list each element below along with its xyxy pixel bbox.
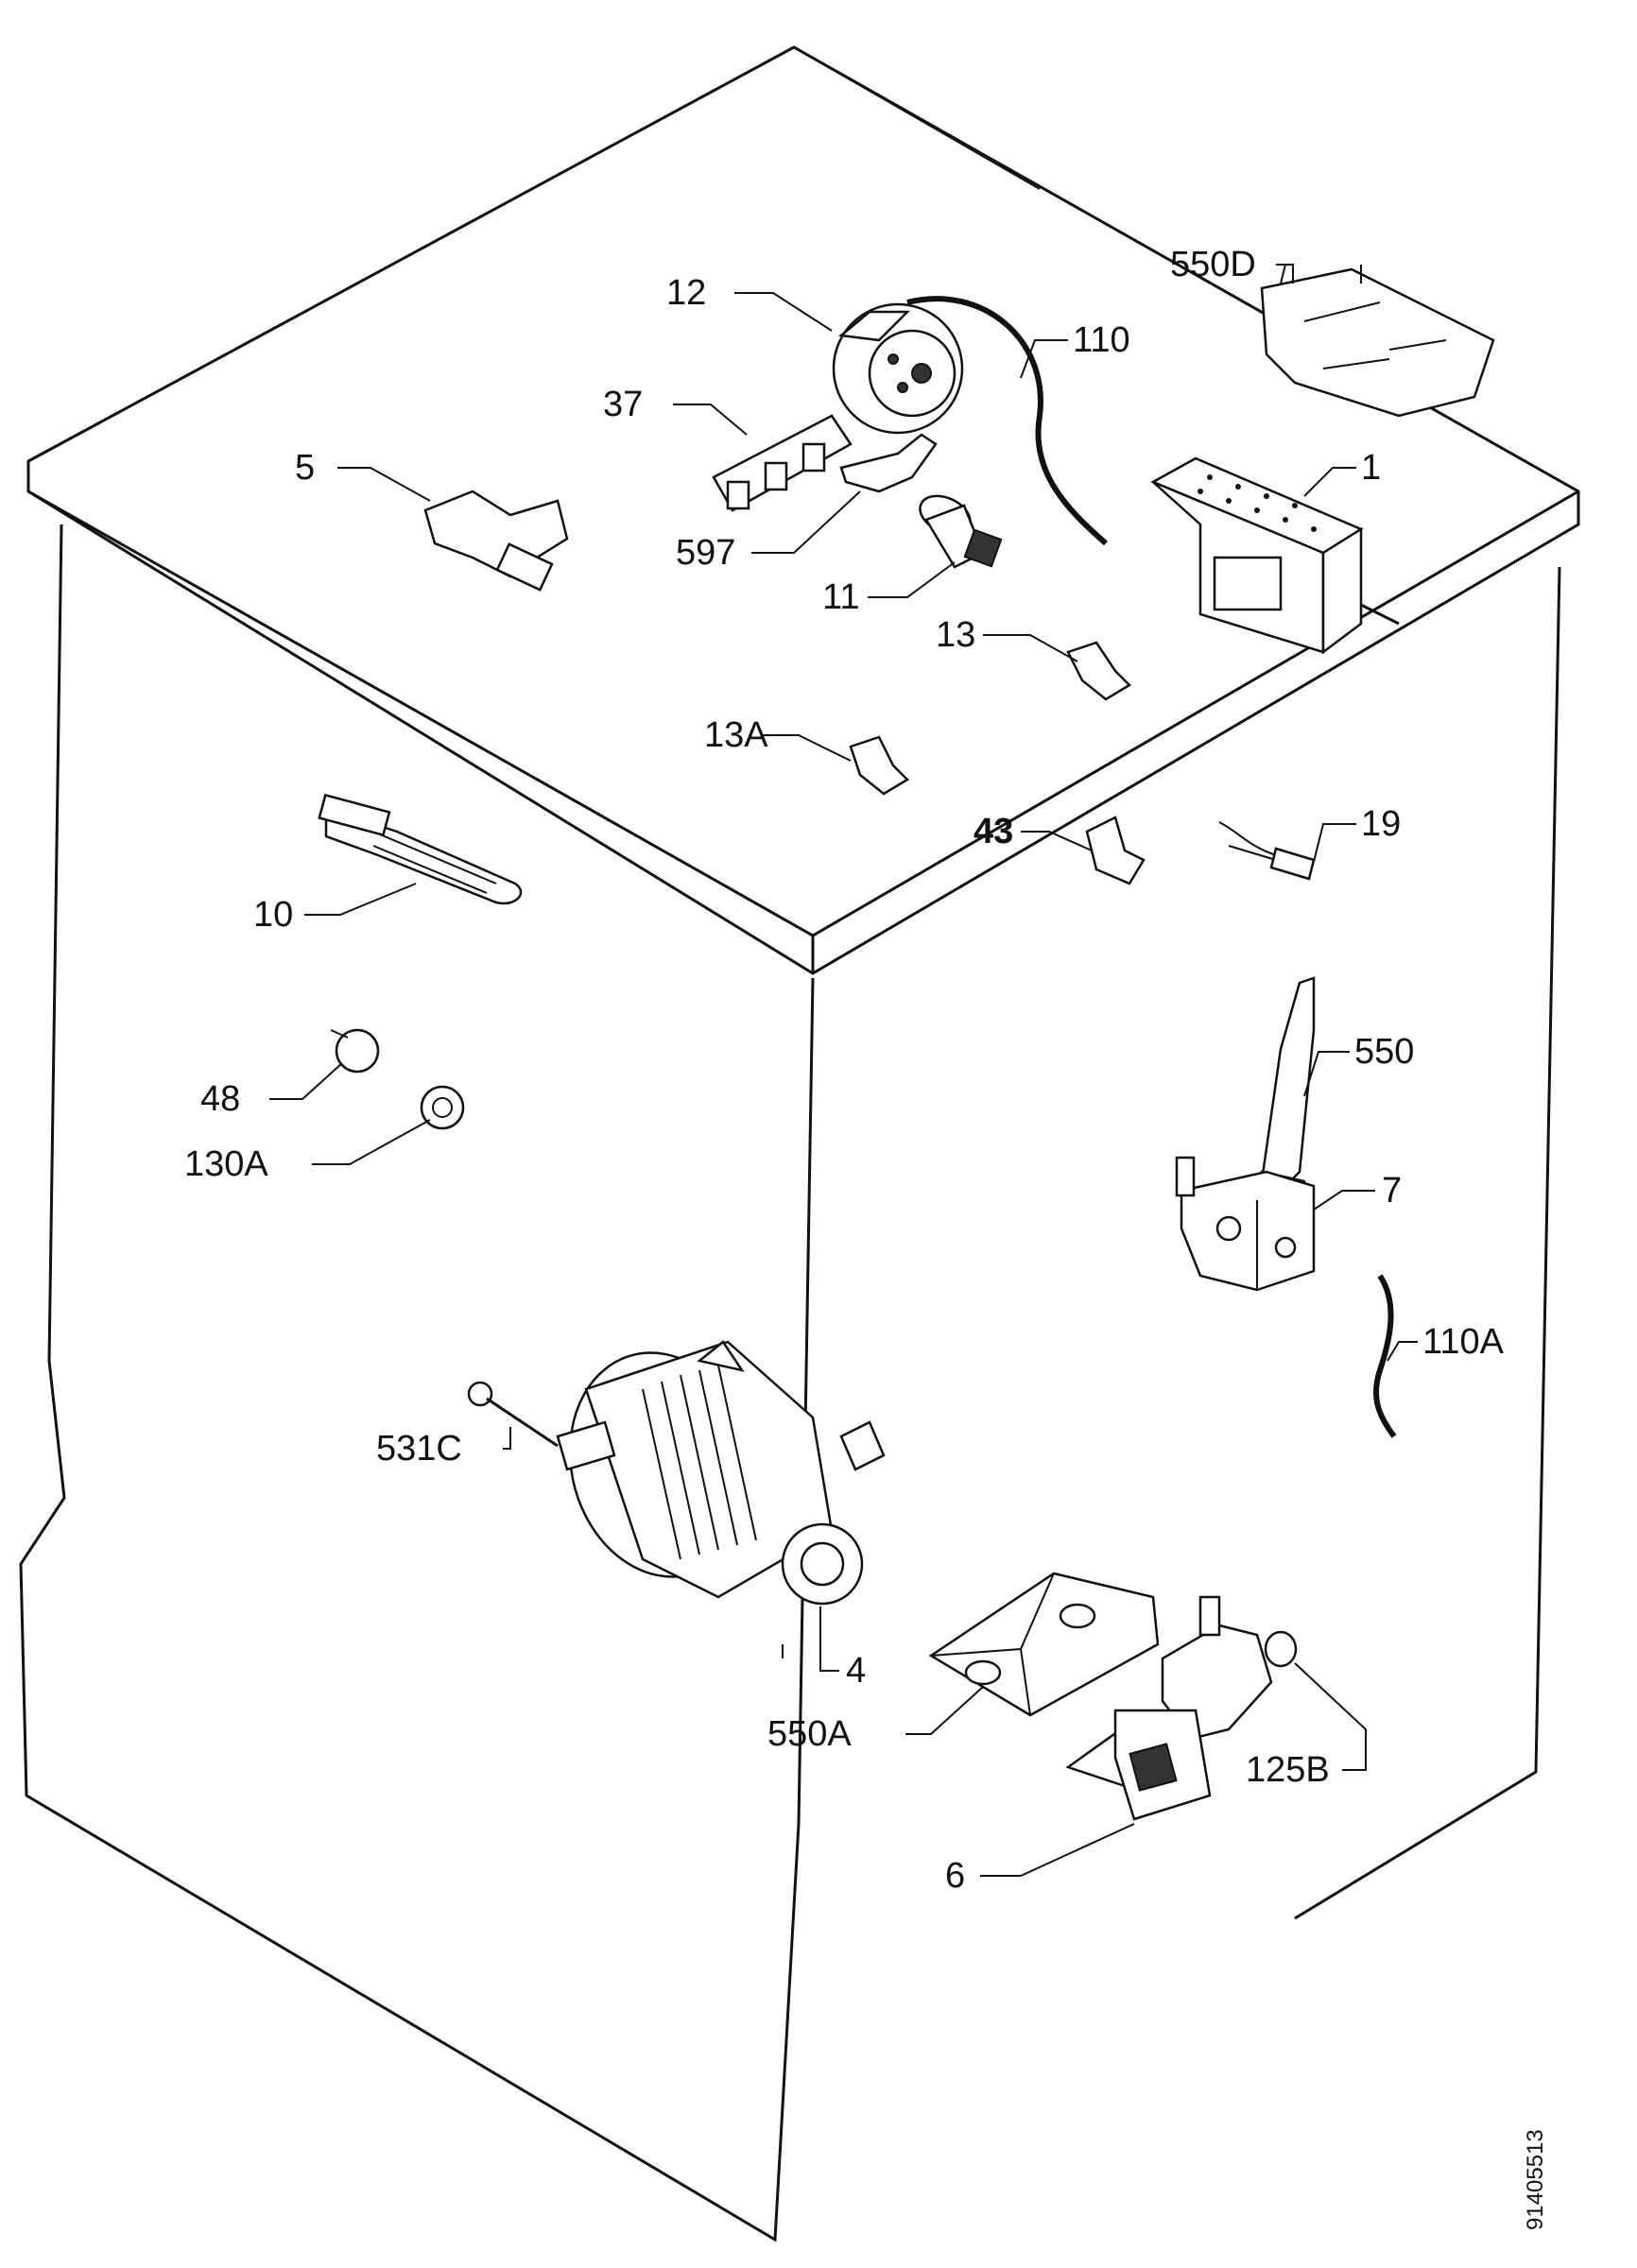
label-19: 19 xyxy=(1361,804,1401,844)
label-10: 10 xyxy=(253,895,293,935)
part-43-door-lock xyxy=(1085,816,1146,885)
part-6-drain-pump xyxy=(1065,1595,1273,1821)
label-125b: 125B xyxy=(1246,1750,1330,1790)
part-11-capacitor xyxy=(919,494,1003,569)
part-7-switch xyxy=(1175,1156,1316,1292)
label-550: 550 xyxy=(1354,1032,1414,1072)
part-531c-screw xyxy=(467,1381,559,1448)
part-125b-ring xyxy=(1264,1630,1298,1668)
leader-lines xyxy=(269,264,1418,1877)
part-550a-cover xyxy=(928,1572,1160,1717)
part-37-terminal-block xyxy=(712,414,853,512)
part-48-thermostat xyxy=(330,1028,380,1074)
label-37: 37 xyxy=(603,385,643,424)
part-12-pressure-switch xyxy=(832,302,964,435)
part-110a-hose xyxy=(1373,1274,1397,1438)
part-1-control-module xyxy=(1150,456,1400,655)
label-12: 12 xyxy=(666,273,706,313)
label-5: 5 xyxy=(295,448,315,488)
part-10-heating-element xyxy=(318,793,523,905)
label-130a: 130A xyxy=(184,1144,268,1184)
label-13a: 13A xyxy=(704,715,768,755)
label-7: 7 xyxy=(1382,1171,1402,1211)
part-13a-connector xyxy=(849,735,910,796)
part-130a-nut xyxy=(420,1085,465,1130)
label-110a: 110A xyxy=(1422,1322,1505,1362)
label-550d: 550D xyxy=(1170,245,1256,284)
part-5-valve xyxy=(423,490,569,592)
part-4-motor xyxy=(556,1340,886,1606)
part-597-bracket xyxy=(839,433,938,493)
label-4: 4 xyxy=(846,1651,866,1691)
part-13-connector xyxy=(1066,641,1132,701)
part-550d-plate xyxy=(1260,264,1495,418)
label-48: 48 xyxy=(200,1079,240,1119)
label-13: 13 xyxy=(936,615,975,655)
label-597: 597 xyxy=(676,533,735,573)
label-6: 6 xyxy=(945,1856,965,1896)
label-11: 11 xyxy=(822,577,859,617)
drawing-code: 91405513 xyxy=(1523,2129,1548,2230)
part-labels: 550D 12 110 37 5 1 597 11 13 13A 43 19 1… xyxy=(184,245,1505,1896)
part-110-hose xyxy=(906,296,1108,546)
label-531c: 531C xyxy=(376,1429,462,1469)
label-110: 110 xyxy=(1073,320,1130,360)
label-550a: 550A xyxy=(767,1714,852,1754)
label-1: 1 xyxy=(1361,448,1381,488)
label-43: 43 xyxy=(974,812,1013,851)
part-19-sensor xyxy=(1218,821,1316,881)
